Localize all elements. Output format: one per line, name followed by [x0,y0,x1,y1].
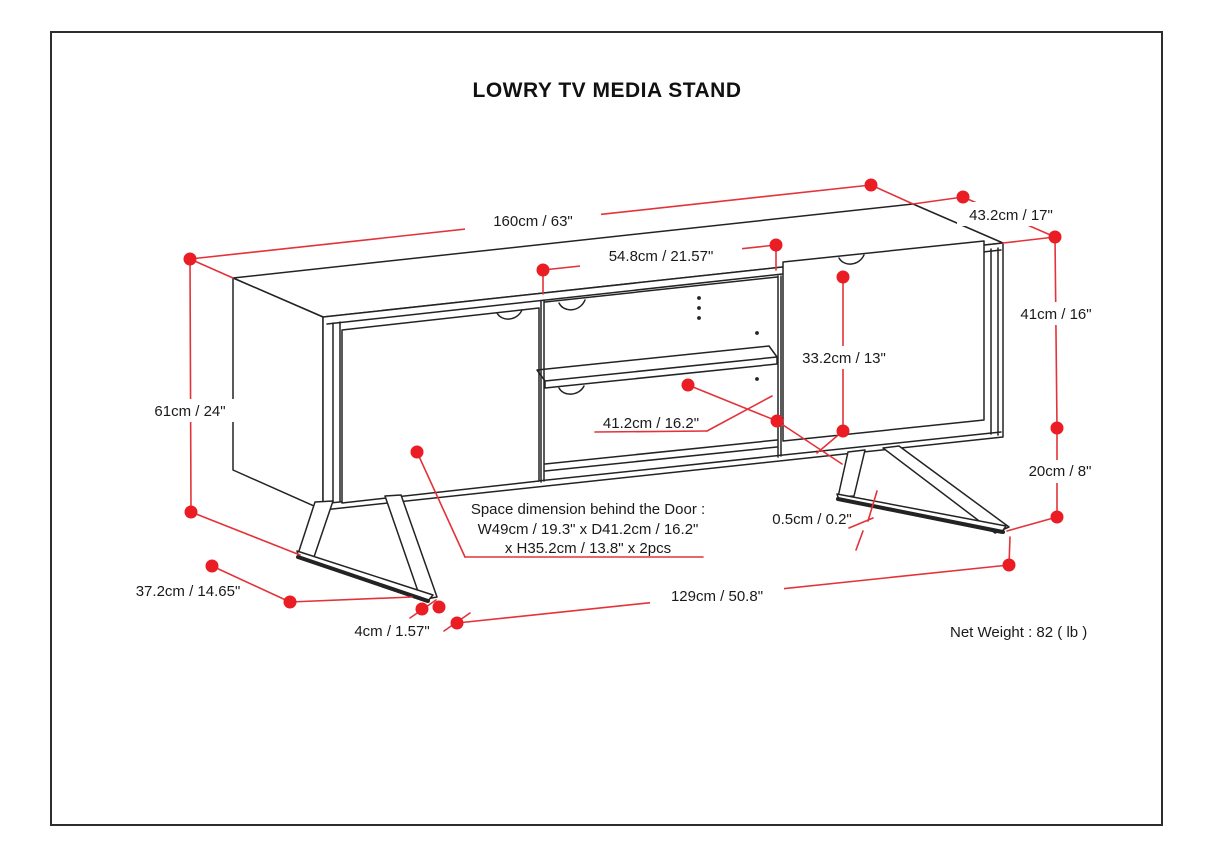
left-leg-rear-strut [384,494,438,601]
right-leg-front-strut [837,449,866,498]
dimension-label-cabinet-height: 41cm / 16" [1020,306,1091,323]
left-door [341,307,540,504]
right-door-pull-notch [838,254,865,265]
dimension-label-floor-gap: 0.5cm / 0.2" [772,511,852,528]
middle-shelf [544,356,778,389]
label-backgrounds [146,202,1106,608]
right-door [782,240,985,442]
dimension-label-overall-width: 160cm / 63" [493,213,573,230]
dimension-label-door-height: 33.2cm / 13" [802,350,886,367]
legs [296,445,1010,603]
dimension-labels: 160cm / 63" 54.8cm / 21.57" 43.2cm / 17"… [136,207,1092,640]
dimension-label-leg-thickness: 4cm / 1.57" [354,623,429,640]
door-space-note: Space dimension behind the Door : W49cm … [471,501,705,557]
right-leg-rear-strut [882,445,1010,534]
net-weight-label: Net Weight : 82 ( lb ) [950,624,1087,641]
door-space-note-line3: x H35.2cm / 13.8" x 2pcs [505,540,671,557]
dimension-label-overall-height: 61cm / 24" [154,403,225,420]
cable-hole-shelf [558,385,585,395]
dimension-dots [183,178,1064,630]
cabinet-left-panel [232,277,324,511]
diagram-title: LOWRY TV MEDIA STAND [473,79,742,102]
cable-hole-top [558,299,586,311]
dimension-label-leg-depth: 37.2cm / 14.65" [136,583,241,600]
dimension-label-top-depth: 43.2cm / 17" [969,207,1053,224]
left-door-pull-notch [496,309,523,320]
dimension-label-leg-span: 129cm / 50.8" [671,588,763,605]
dimension-label-center-opening-width: 54.8cm / 21.57" [609,248,714,265]
door-space-note-line1: Space dimension behind the Door : [471,501,705,518]
middle-open-shelf [536,276,778,472]
dimension-label-interior-depth: 41.2cm / 16.2" [603,415,699,432]
door-space-note-line2: W49cm / 19.3" x D41.2cm / 16.2" [478,521,699,538]
dimension-label-leg-height: 20cm / 8" [1029,463,1092,480]
